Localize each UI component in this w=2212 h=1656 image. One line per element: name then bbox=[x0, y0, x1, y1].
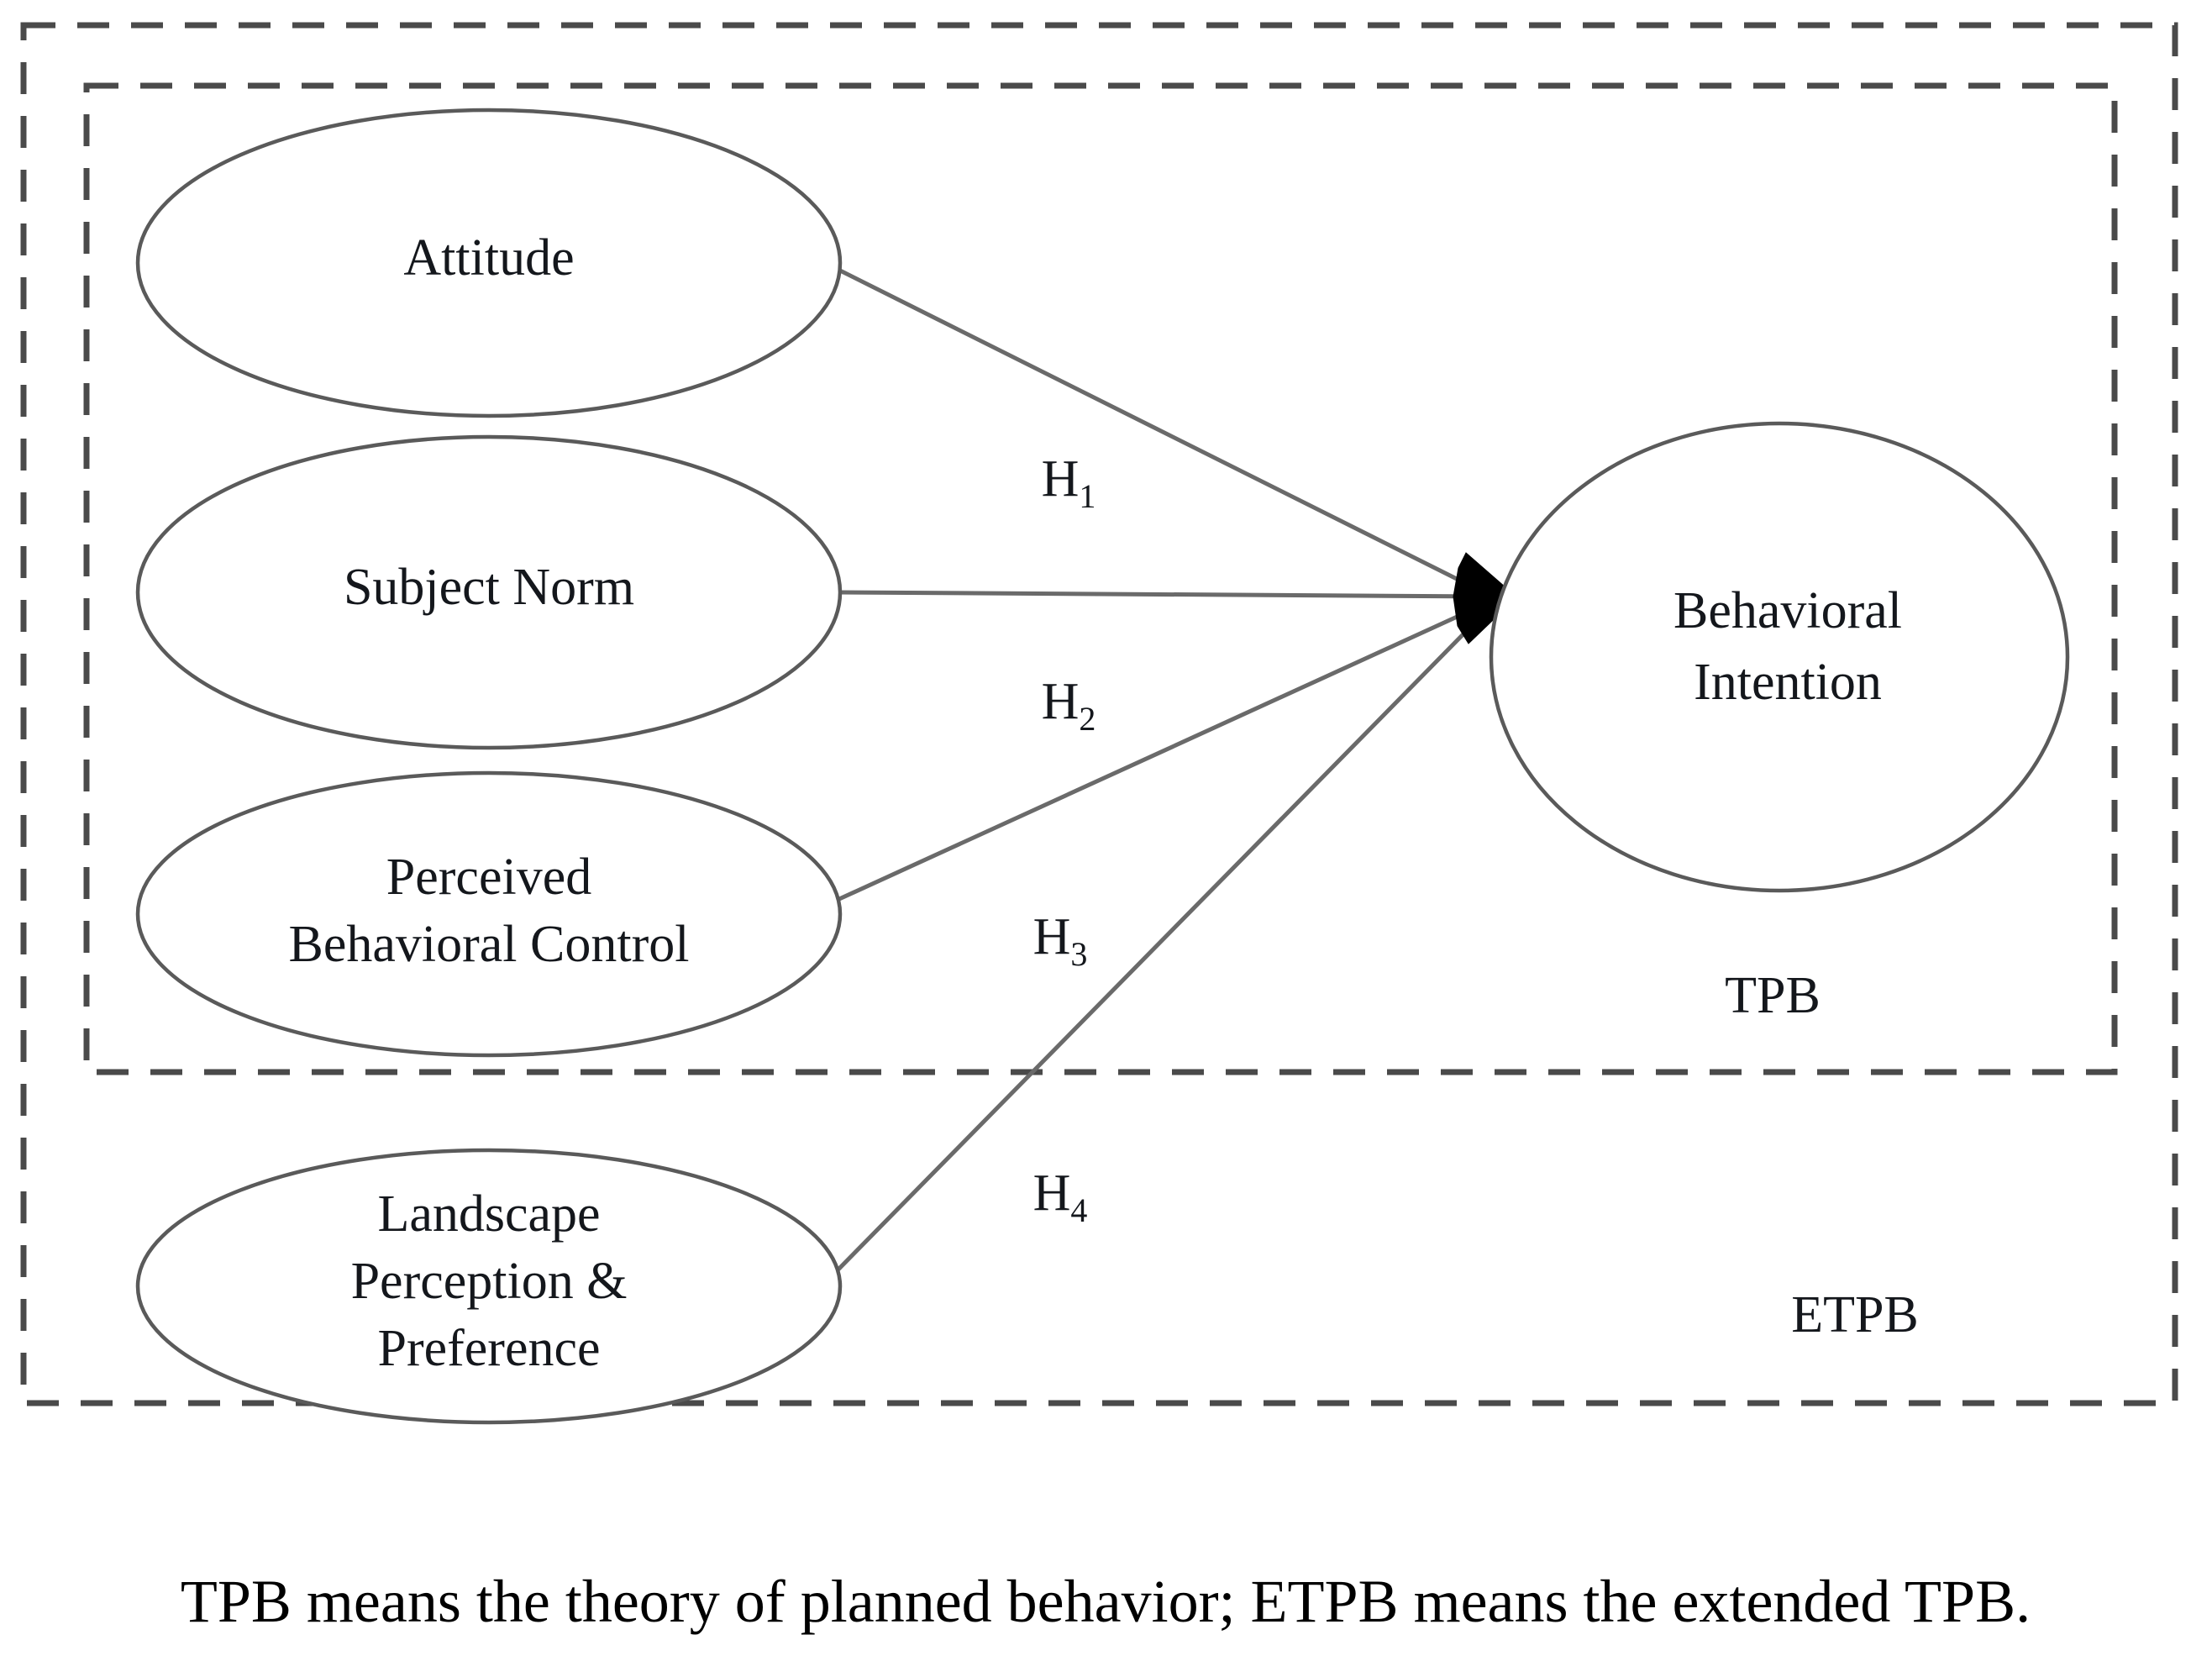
node-landscape-perception-preference-label-line-2: Perception & bbox=[351, 1253, 628, 1310]
node-behavioral-intention-label-line-2: Intention bbox=[1694, 654, 1882, 711]
edge-h3-line bbox=[828, 598, 1494, 906]
node-attitude[interactable]: Attitude bbox=[135, 108, 843, 418]
edge-label-h2: H2 bbox=[1042, 673, 1096, 738]
etpb-boundary-label: ETPB bbox=[1791, 1286, 1919, 1343]
edge-label-h1-text: H bbox=[1042, 450, 1080, 507]
etpb-boundary-box bbox=[20, 22, 2178, 1406]
node-perceived-behavioral-control-shape bbox=[135, 770, 843, 1058]
node-perceived-behavioral-control[interactable]: Perceived Behavioral Control bbox=[135, 770, 843, 1058]
svg-text:H3: H3 bbox=[1033, 908, 1088, 973]
edge-label-h1-subscript: 1 bbox=[1079, 477, 1095, 515]
node-behavioral-intention[interactable]: Behavioral Intention bbox=[1489, 421, 2070, 893]
svg-text:H1: H1 bbox=[1042, 450, 1096, 515]
edge-label-h3-subscript: 3 bbox=[1070, 935, 1087, 973]
node-behavioral-intention-shape bbox=[1489, 421, 2070, 893]
edge-label-h4: H4 bbox=[1033, 1164, 1088, 1229]
node-behavioral-intention-label-line-1: Behavioral bbox=[1673, 582, 1902, 639]
node-landscape-perception-preference[interactable]: Landscape Perception & Preference bbox=[135, 1148, 843, 1425]
node-landscape-perception-preference-shape bbox=[135, 1148, 843, 1425]
node-subject-norm[interactable]: Subject Norm bbox=[135, 434, 843, 750]
figure-caption: TPB means the theory of planned behavior… bbox=[181, 1568, 2031, 1635]
node-landscape-perception-preference-label-line-1: Landscape bbox=[377, 1185, 600, 1243]
edge-label-h1: H1 bbox=[1042, 450, 1096, 515]
svg-text:H2: H2 bbox=[1042, 673, 1096, 738]
edge-h1-line bbox=[830, 264, 1494, 599]
node-subject-norm-shape bbox=[135, 434, 843, 750]
edge-label-h4-text: H bbox=[1033, 1164, 1071, 1222]
edge-h2-line bbox=[838, 590, 1493, 599]
edge-label-h3-text: H bbox=[1033, 908, 1071, 965]
edge-label-h2-text: H bbox=[1042, 673, 1080, 730]
node-attitude-label: Attitude bbox=[403, 229, 574, 287]
edge-label-h3: H3 bbox=[1033, 908, 1088, 973]
svg-text:H4: H4 bbox=[1033, 1164, 1088, 1229]
node-perceived-behavioral-control-label-line-1: Perceived bbox=[386, 849, 591, 906]
node-perceived-behavioral-control-label-line-2: Behavioral Control bbox=[289, 916, 690, 973]
node-attitude-shape bbox=[135, 108, 843, 418]
edge-label-h4-subscript: 4 bbox=[1070, 1191, 1087, 1229]
edge-label-h2-subscript: 2 bbox=[1079, 700, 1095, 738]
node-subject-norm-label: Subject Norm bbox=[344, 559, 634, 616]
tpb-boundary-label: TPB bbox=[1725, 967, 1821, 1024]
edge-h4-line bbox=[826, 603, 1494, 1282]
node-landscape-perception-preference-label-line-3: Preference bbox=[377, 1320, 600, 1377]
